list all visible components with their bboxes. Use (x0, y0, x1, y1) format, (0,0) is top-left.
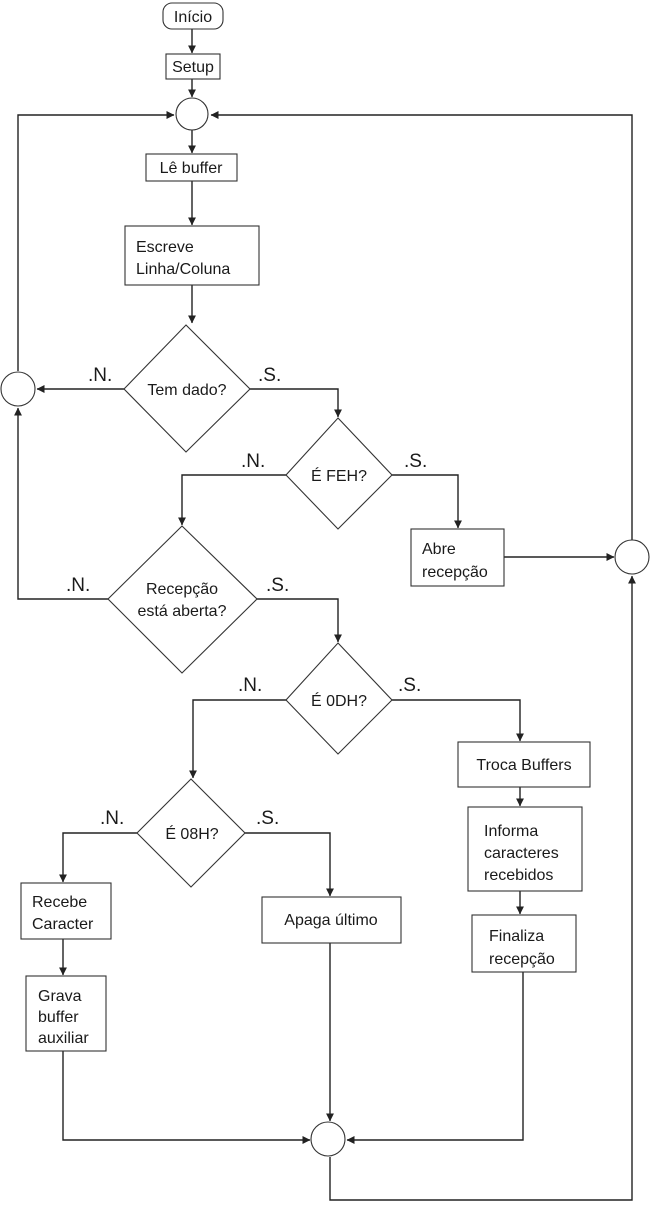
open-reception-line-2: recepção (422, 564, 488, 581)
save-line-1: Grava (38, 988, 82, 1005)
write-row-column-box: Escreve Linha/Coluna (124, 225, 260, 286)
finish-line-1: Finaliza (489, 928, 544, 945)
receive-char-box: Recebe Caracter (20, 882, 112, 940)
start-node: Início (162, 2, 224, 30)
write-line-2: Linha/Coluna (136, 261, 230, 278)
bottom-connector-circle (310, 1121, 346, 1157)
reception-open-yes-label: .S. (266, 575, 289, 596)
is-0dh-yes-label: .S. (398, 675, 421, 696)
has-data-no-label: .N. (88, 365, 112, 386)
setup-box: Setup (165, 53, 221, 80)
open-reception-box: Abre recepção (410, 528, 505, 587)
is-0dh-no-label: .N. (238, 675, 262, 696)
finish-reception-box: Finaliza recepção (471, 914, 577, 973)
swap-buffers-label: Troca Buffers (476, 757, 571, 774)
has-data-label: Tem dado? (147, 382, 226, 399)
is-feh-label: É FEH? (311, 466, 367, 485)
start-label: Início (174, 9, 212, 26)
is-08h-decision: É 08H? (136, 778, 246, 888)
is-08h-yes-label: .S. (256, 808, 279, 829)
is-feh-yes-label: .S. (404, 451, 427, 472)
report-received-box: Informa caracteres recebidos (467, 806, 583, 892)
receive-line-2: Caracter (32, 916, 94, 933)
reception-open-line-1: Recepção (146, 581, 218, 598)
is-08h-label: É 08H? (165, 824, 218, 843)
is-0dh-decision: É 0DH? (285, 642, 393, 755)
left-connector-circle (0, 371, 36, 407)
top-connector-circle (175, 97, 209, 131)
write-line-1: Escreve (136, 239, 194, 256)
has-data-decision: Tem dado? (123, 324, 251, 453)
has-data-yes-label: .S. (258, 365, 281, 386)
is-feh-decision: É FEH? (285, 417, 393, 530)
delete-last-label: Apaga último (284, 912, 377, 929)
delete-last-box: Apaga último (261, 896, 402, 944)
right-connector-circle (614, 539, 650, 575)
save-aux-buffer-box: Grava buffer auxiliar (25, 975, 107, 1052)
reception-open-decision: Recepção está aberta? (107, 525, 258, 674)
is-feh-no-label: .N. (241, 451, 265, 472)
receive-line-1: Recebe (32, 894, 87, 911)
branch-labels: .N. .S. .N. .S. .N. .S. .N. .S. .N. .S. (66, 365, 427, 829)
save-line-3: auxiliar (38, 1030, 89, 1047)
setup-label: Setup (172, 59, 214, 76)
report-line-3: recebidos (484, 867, 553, 884)
connector-lines (14, 29, 636, 1201)
report-line-1: Informa (484, 823, 538, 840)
report-line-2: caracteres (484, 845, 559, 862)
reception-open-line-2: está aberta? (138, 603, 227, 620)
reception-open-no-label: .N. (66, 575, 90, 596)
finish-line-2: recepção (489, 951, 555, 968)
open-reception-line-1: Abre (422, 541, 456, 558)
is-08h-no-label: .N. (100, 808, 124, 829)
read-buffer-label: Lê buffer (160, 160, 224, 177)
save-line-2: buffer (38, 1009, 79, 1026)
read-buffer-box: Lê buffer (145, 153, 238, 182)
swap-buffers-box: Troca Buffers (457, 741, 591, 788)
is-0dh-label: É 0DH? (311, 691, 367, 710)
